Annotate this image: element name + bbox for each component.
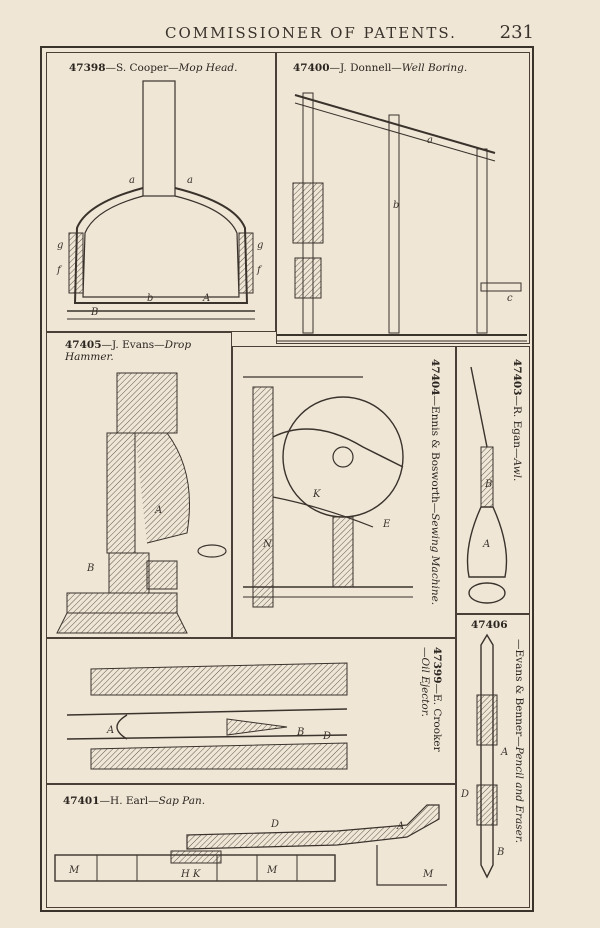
- panel-pencil-eraser: 47406 —Evans & Benner—Pencil and Eraser.…: [456, 614, 530, 908]
- svg-text:H K: H K: [180, 869, 201, 880]
- svg-text:f: f: [56, 265, 63, 276]
- patent-number: 47406: [471, 619, 508, 631]
- page-header: COMMISSIONER OF PATENTS. 231: [40, 22, 540, 46]
- patent-number: 47401: [63, 795, 100, 807]
- svg-text:B: B: [90, 307, 98, 318]
- svg-text:f: f: [256, 265, 263, 276]
- inventor: —H. Earl—: [99, 795, 159, 807]
- page-number: 231: [499, 22, 534, 43]
- patent-title: Well Boring.: [401, 62, 468, 74]
- inventor: —S. Cooper—: [105, 62, 179, 74]
- svg-text:g: g: [257, 240, 263, 251]
- inventor: —J. Evans—: [101, 339, 165, 351]
- svg-text:K: K: [312, 489, 321, 500]
- svg-text:a: a: [427, 135, 433, 146]
- panel-sap-pan: 47401—H. Earl—Sap Pan. M M M H K D A: [46, 784, 456, 908]
- svg-text:a: a: [187, 175, 193, 186]
- patent-title: Sap Pan.: [158, 795, 206, 807]
- mop-head-drawing: a a b A g f g f B: [56, 80, 263, 320]
- svg-text:g: g: [57, 240, 63, 251]
- svg-text:M: M: [68, 865, 80, 876]
- svg-text:A: A: [106, 725, 114, 736]
- sewing-machine-drawing: N K E: [243, 376, 413, 608]
- svg-text:B: B: [484, 479, 492, 490]
- svg-text:N: N: [262, 539, 273, 550]
- inventor: —J. Donnell—: [329, 62, 402, 74]
- panel-mop-head: 47398—S. Cooper—Mop Head. a a b A g f g f B: [46, 52, 276, 332]
- caption-well-boring: 47400—J. Donnell—Well Boring.: [293, 62, 467, 74]
- svg-text:M: M: [422, 869, 434, 880]
- well-boring-drawing: a b c: [277, 92, 527, 342]
- svg-text:c: c: [507, 293, 513, 304]
- patent-number: 47400: [293, 62, 330, 74]
- patent-number: 47405: [65, 339, 102, 351]
- panel-sewing-machine: 47404—Ennis & Bosworth—Sewing Machine. N…: [232, 346, 456, 638]
- svg-text:B: B: [296, 727, 304, 738]
- awl-drawing: AB: [466, 366, 508, 604]
- svg-text:D: D: [270, 819, 279, 830]
- svg-text:a: a: [129, 175, 135, 186]
- svg-text:E: E: [382, 519, 391, 530]
- svg-text:A: A: [396, 821, 404, 832]
- svg-text:A: A: [482, 539, 490, 550]
- panel-well-boring: 47400—J. Donnell—Well Boring. a b c: [276, 52, 530, 344]
- svg-text:M: M: [266, 865, 278, 876]
- svg-text:A: A: [202, 293, 210, 304]
- patent-number: 47398: [69, 62, 106, 74]
- svg-text:B: B: [86, 563, 94, 574]
- svg-text:A: A: [500, 747, 508, 758]
- caption-pencil-eraser-number: 47406: [471, 619, 508, 631]
- patent-title: Mop Head.: [178, 62, 238, 74]
- pencil-eraser-drawing: A D B: [460, 633, 508, 879]
- caption-drop-hammer: 47405—J. Evans—Drop Hammer.: [65, 339, 225, 363]
- svg-text:A: A: [154, 505, 162, 516]
- svg-text:D: D: [322, 731, 331, 742]
- svg-text:b: b: [147, 293, 153, 304]
- patent-title: Drop Hammer.: [65, 339, 192, 363]
- svg-text:b: b: [393, 200, 399, 211]
- caption-mop-head: 47398—S. Cooper—Mop Head.: [69, 62, 238, 74]
- drop-hammer-drawing: BA: [56, 372, 227, 634]
- caption-sap-pan: 47401—H. Earl—Sap Pan.: [63, 795, 205, 807]
- header-title: COMMISSIONER OF PATENTS.: [165, 24, 457, 42]
- svg-text:D: D: [460, 789, 469, 800]
- sap-pan-drawing: M M M H K D A: [54, 804, 447, 886]
- svg-text:B: B: [496, 847, 504, 858]
